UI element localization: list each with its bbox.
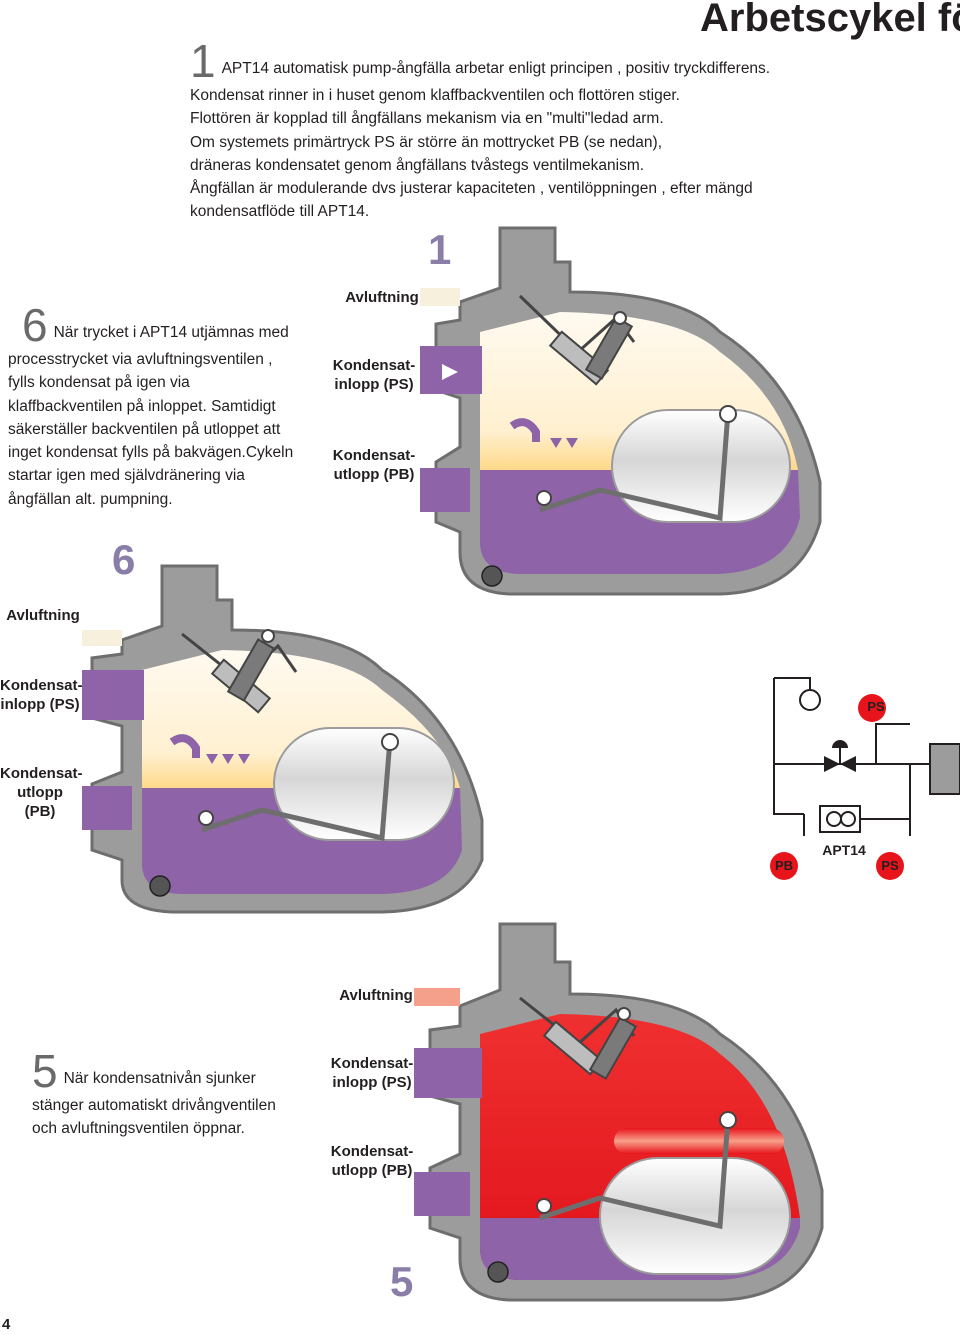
ball-valve [487, 1261, 509, 1283]
float [599, 1157, 791, 1275]
inlet-callout-6: Kondensat- inlopp (PS) [0, 677, 83, 713]
step1-line: Om systemets primärtryck PS är större än… [190, 133, 663, 151]
inlet-callout-1: Kondensat- inlopp (PS) [332, 357, 416, 393]
step6-number: 6 [22, 299, 48, 351]
step1-text: 1 APT14 automatisk pump-ångfälla arbetar … [190, 38, 890, 224]
diagram6-label: 6 [112, 536, 136, 583]
outlet-callout-6: Kondensat- utlopp (PB) [0, 765, 83, 820]
step5-line: stänger automatiskt drivångventilen [32, 1097, 276, 1114]
step6-line: processtrycket via avluftningsventilen , [8, 351, 273, 368]
inflow-arrow [509, 418, 540, 442]
pump-trap-diagram-5 [414, 922, 824, 1302]
schematic-ps-top: PS [867, 699, 885, 714]
float [611, 409, 791, 523]
step6-line: säkerställer backventilen på utloppet at… [8, 420, 281, 438]
ball-valve [149, 875, 171, 897]
step1-line: Kondensat rinner in i huset genom klaffb… [190, 87, 680, 104]
step1-line: Ångfällan är modulerande dvs justerar ka… [190, 180, 753, 198]
step6-line: ångfällan alt. pumpning. [8, 490, 173, 508]
schematic-ps-bottom: PS [881, 858, 899, 873]
step1-line: dräneras kondensatet genom ångfällans tv… [190, 156, 645, 174]
outlet-callout-5: Kondensat- utlopp (PB) [330, 1143, 414, 1179]
step6-text: 6 När trycket i APT14 utjämnas med proces… [8, 302, 338, 511]
step5-text: 5 När kondensatnivån sjunker stänger auto… [32, 1048, 332, 1141]
step1-line: Flottören är kopplad till ångfällans mek… [190, 110, 664, 128]
step6-line: klaffbackventilen på inloppet. Samtidigt [8, 397, 276, 415]
step1-number: 1 [190, 35, 216, 87]
vent-callout-5: Avluftning [339, 987, 413, 1004]
pump-trap-diagram-6 [82, 564, 484, 914]
diagram5-label: 5 [390, 1258, 414, 1305]
diagram1-label: 1 [428, 226, 452, 273]
outlet-callout-1: Kondensat- utlopp (PB) [332, 447, 416, 483]
step5-number: 5 [32, 1045, 58, 1097]
heat-band [614, 1128, 784, 1154]
schematic-pb: PB [774, 858, 794, 873]
step6-line: startar igen med självdränering via [8, 467, 245, 485]
schematic-apt14: APT14 [822, 842, 866, 858]
inflow-arrow [169, 734, 200, 758]
vent-callout-6: Avluftning [6, 607, 80, 624]
step6-line: inget kondensat fylls på bakvägen.Cykeln [8, 444, 294, 462]
vent-callout-1: Avluftning [345, 289, 419, 306]
step5-line: och avluftningsventilen öppnar. [32, 1120, 245, 1138]
system-schematic [770, 677, 960, 880]
step5-line: När kondensatnivån sjunker [63, 1070, 256, 1087]
pump-trap-diagram-1 [420, 226, 822, 596]
step6-line: När trycket i APT14 utjämnas med [53, 324, 289, 341]
page-title: Arbetscykel fö [700, 0, 960, 40]
page-number: 4 [2, 1316, 11, 1333]
step6-line: fylls kondensat på igen via [8, 374, 190, 392]
step1-line: APT14 automatisk pump-ångfälla arbetar e… [221, 60, 771, 77]
inlet-callout-5: Kondensat- inlopp (PS) [330, 1055, 414, 1091]
step1-line: kondensatflöde till APT14. [190, 203, 370, 221]
ball-valve [481, 565, 503, 587]
float [273, 727, 455, 841]
